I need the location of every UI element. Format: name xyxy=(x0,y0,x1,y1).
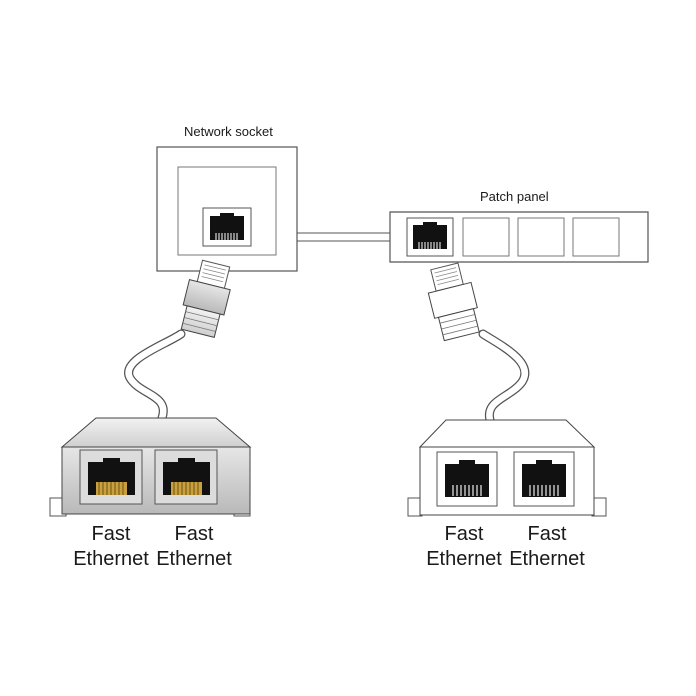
right-plug xyxy=(427,262,530,425)
left-port-1-line1: Fast xyxy=(91,523,131,545)
right-port-1-label: Fast Ethernet xyxy=(419,522,509,572)
right-splitter-port-2 xyxy=(513,451,575,507)
right-splitter xyxy=(407,419,607,517)
left-splitter-port-1 xyxy=(79,449,143,505)
right-port-1-line2: Ethernet xyxy=(426,548,502,570)
right-splitter-port-1 xyxy=(436,451,498,507)
left-port-1-line2: Ethernet xyxy=(73,548,149,570)
patch-panel-port-4 xyxy=(572,217,620,257)
network-socket-label: Network socket xyxy=(184,124,273,139)
patch-panel-port-3 xyxy=(517,217,565,257)
left-port-1-label: Fast Ethernet xyxy=(66,522,156,572)
right-port-2-label: Fast Ethernet xyxy=(502,522,592,572)
left-plug xyxy=(124,259,231,423)
right-port-2-line1: Fast xyxy=(527,523,567,545)
left-splitter-port-2 xyxy=(154,449,218,505)
left-port-2-line2: Ethernet xyxy=(156,548,232,570)
left-splitter xyxy=(49,417,252,517)
socket-rj45-port xyxy=(202,207,252,247)
patch-panel-label: Patch panel xyxy=(480,189,549,204)
left-port-2-line1: Fast xyxy=(174,523,214,545)
left-port-2-label: Fast Ethernet xyxy=(149,522,239,572)
socket-to-panel-cable xyxy=(295,232,393,242)
right-port-2-line2: Ethernet xyxy=(509,548,585,570)
patch-panel-port-2 xyxy=(462,217,510,257)
right-port-1-line1: Fast xyxy=(444,523,484,545)
patch-panel-port-1 xyxy=(406,217,454,257)
network-socket xyxy=(156,146,298,272)
patch-panel xyxy=(389,211,649,263)
